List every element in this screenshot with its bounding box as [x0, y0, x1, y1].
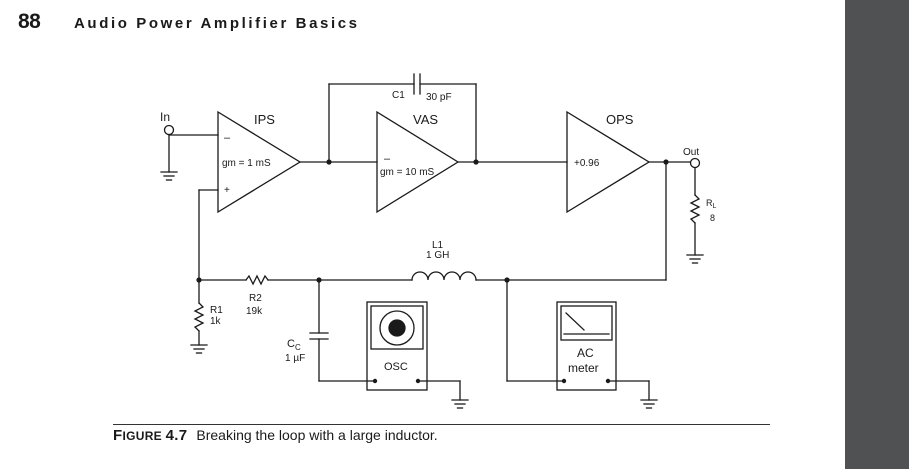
page-number: 88 — [18, 10, 41, 33]
caption-text: Breaking the loop with a large inductor. — [196, 427, 438, 443]
label-cc-value: 1 µF — [285, 353, 305, 364]
r1-resistor — [193, 302, 205, 332]
r2-resistor — [245, 274, 269, 286]
label-l1-value: 1 GH — [426, 250, 449, 261]
label-ips-plus: + — [224, 185, 230, 196]
figure-label: FIGURE 4.7 — [113, 427, 188, 444]
label-meter-ac: AC — [577, 346, 594, 360]
label-cc: CC — [287, 338, 301, 352]
label-vas-minus: – — [384, 153, 391, 165]
label-l1: L1 — [432, 240, 444, 251]
label-r1: R1 — [210, 305, 223, 316]
caption-rule — [113, 424, 770, 425]
label-ops: OPS — [606, 112, 634, 127]
label-r2-value: 19k — [246, 306, 263, 317]
label-in: In — [160, 110, 170, 124]
oscillator-box — [366, 301, 428, 391]
label-rl-value: 8 — [710, 213, 715, 223]
ac-meter-box — [556, 301, 617, 391]
l1-inductor — [411, 271, 477, 281]
label-vas-gain: gm = 10 mS — [380, 167, 435, 178]
ops-amplifier — [566, 110, 651, 214]
ips-amplifier — [217, 110, 302, 214]
label-ips: IPS — [254, 112, 275, 127]
label-ips-gain: gm = 1 mS — [222, 158, 271, 169]
label-c1: C1 — [392, 90, 405, 101]
vas-amplifier — [376, 110, 460, 214]
input-terminal — [163, 124, 175, 136]
label-ips-minus: – — [224, 132, 231, 144]
label-r1-value: 1k — [210, 316, 222, 327]
running-title: Audio Power Amplifier Basics — [74, 15, 360, 32]
page-edge-bar — [845, 0, 909, 469]
rl-resistor — [689, 194, 701, 224]
figure-caption: FIGURE 4.7 Breaking the loop with a large… — [113, 427, 438, 444]
label-vas: VAS — [413, 112, 438, 127]
label-rl: RL — [706, 198, 717, 210]
label-osc: OSC — [384, 361, 408, 373]
label-ops-gain: +0.96 — [574, 158, 600, 169]
label-meter-meter: meter — [568, 361, 599, 375]
label-r2: R2 — [249, 293, 262, 304]
label-c1-value: 30 pF — [426, 92, 452, 103]
label-out: Out — [683, 147, 699, 158]
output-terminal — [689, 157, 701, 169]
